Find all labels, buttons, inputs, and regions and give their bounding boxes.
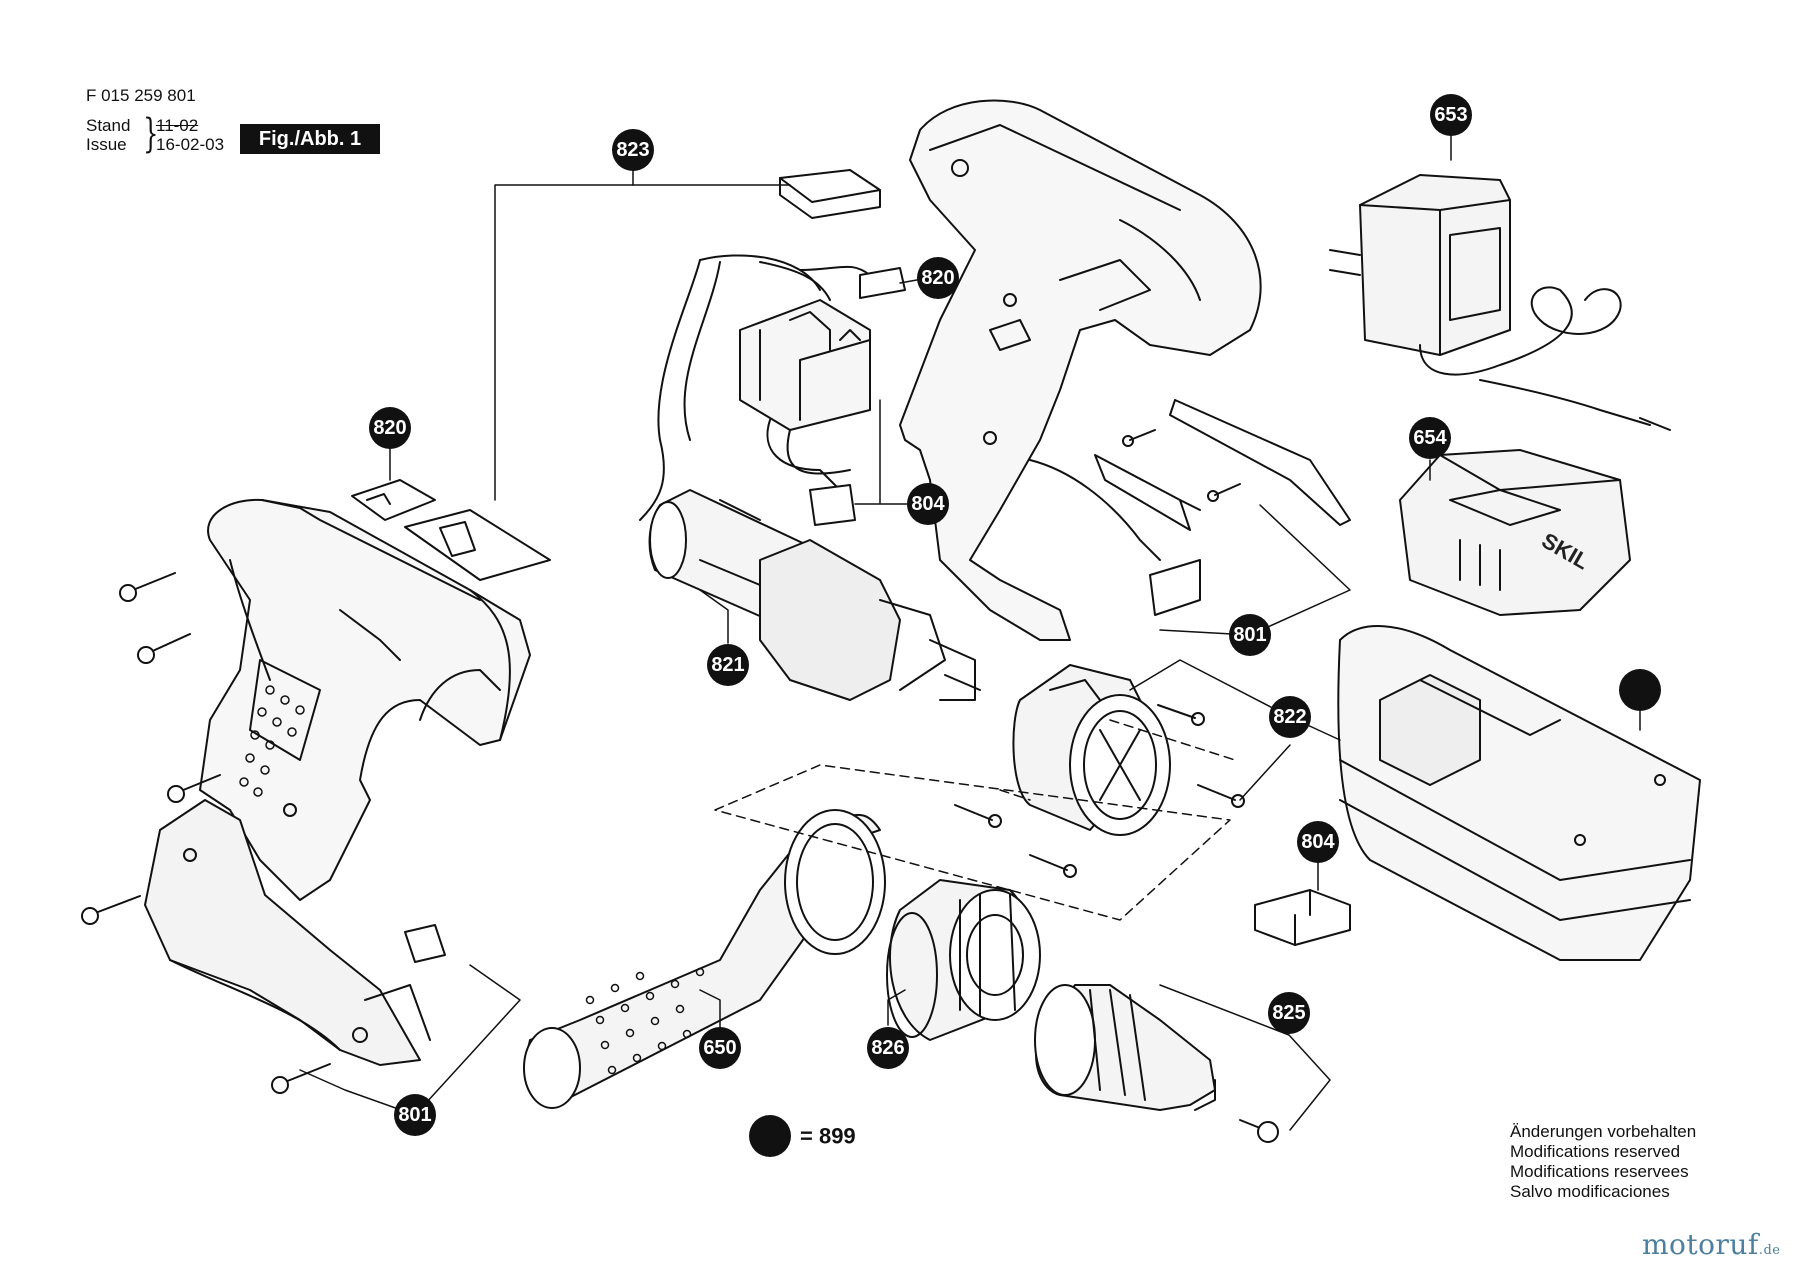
dashed-outlines <box>714 719 1236 921</box>
part-label-653: 653 <box>1434 104 1467 126</box>
issue-label: Issue <box>86 135 127 154</box>
brace-icon: } <box>143 111 159 157</box>
part-label-801-right: 801 <box>1233 624 1266 646</box>
issue-date: 16-02-03 <box>156 135 225 154</box>
document-number: F 015 259 801 <box>86 86 196 105</box>
stand-label: Stand <box>86 116 131 135</box>
part-label-822: 822 <box>1273 706 1306 728</box>
part-label-650: 650 <box>703 1037 736 1059</box>
notes-block: Änderungen vorbehalten Modifications res… <box>1510 1122 1696 1202</box>
note-en: Modifications reserved <box>1510 1142 1681 1161</box>
note-fr: Modifications reservees <box>1510 1162 1689 1181</box>
badge-899-battery <box>1619 669 1661 711</box>
part-label-804-right: 804 <box>1301 831 1335 853</box>
clutch-ring <box>886 879 1041 1041</box>
badge-654: 654 <box>1409 417 1451 459</box>
motor-gearbox <box>648 489 981 701</box>
charger <box>1329 174 1671 431</box>
switch-parts-left <box>351 169 881 581</box>
part-label-820-left: 820 <box>373 417 406 439</box>
part-label-826: 826 <box>871 1037 904 1059</box>
part-label-801-left: 801 <box>398 1104 431 1126</box>
clip-part-right <box>1254 889 1351 946</box>
part-label-820-top: 820 <box>921 267 954 289</box>
badge-820-left: 820 <box>369 407 411 449</box>
badge-804-module: 804 <box>907 483 949 525</box>
part-label-654: 654 <box>1413 427 1447 449</box>
badge-823: 823 <box>612 129 654 171</box>
housing-small-parts <box>1094 399 1351 616</box>
badge-801-right: 801 <box>1229 614 1271 656</box>
document-header: F 015 259 801 Stand Issue } 11-02 16-02-… <box>86 86 224 154</box>
screws-left <box>81 572 331 1094</box>
side-handle <box>523 809 886 1109</box>
drill-chuck <box>1034 984 1279 1143</box>
legend-text: = 899 <box>800 1124 856 1149</box>
housing-right-half <box>899 99 1262 641</box>
battery-small <box>1399 449 1631 616</box>
badge-801-left: 801 <box>394 1094 436 1136</box>
gear-ring-screws <box>954 704 1245 878</box>
clip-part <box>404 924 446 963</box>
part-label-825: 825 <box>1272 1002 1305 1024</box>
badge-826: 826 <box>867 1027 909 1069</box>
badge-804-right: 804 <box>1297 821 1339 863</box>
badge-822: 822 <box>1269 696 1311 738</box>
watermark-name: motoruf <box>1642 1228 1759 1261</box>
stand-date: 11-02 <box>156 116 199 135</box>
badge-821: 821 <box>707 644 749 686</box>
housing-left-half <box>144 498 531 1066</box>
part-badges: 823 820 820 804 821 801 822 653 654 804 … <box>369 94 1661 1136</box>
watermark-tld: .de <box>1758 1243 1781 1258</box>
battery-large <box>1337 625 1701 961</box>
badge-650: 650 <box>699 1027 741 1069</box>
part-label-823: 823 <box>616 139 649 161</box>
watermark-logo: motoruf.de <box>1642 1228 1780 1261</box>
figure-label: Fig./Abb. 1 <box>240 124 380 154</box>
switch-module <box>639 254 906 526</box>
legend: = 899 <box>749 1115 856 1157</box>
note-es: Salvo modificaciones <box>1510 1182 1670 1201</box>
badge-820-top: 820 <box>917 257 959 299</box>
gear-ring <box>1012 664 1171 836</box>
part-label-804-module: 804 <box>911 493 945 515</box>
legend-dot <box>749 1115 791 1157</box>
badge-825: 825 <box>1268 992 1310 1034</box>
badge-653: 653 <box>1430 94 1472 136</box>
part-label-821: 821 <box>711 654 744 676</box>
note-de: Änderungen vorbehalten <box>1510 1122 1697 1141</box>
